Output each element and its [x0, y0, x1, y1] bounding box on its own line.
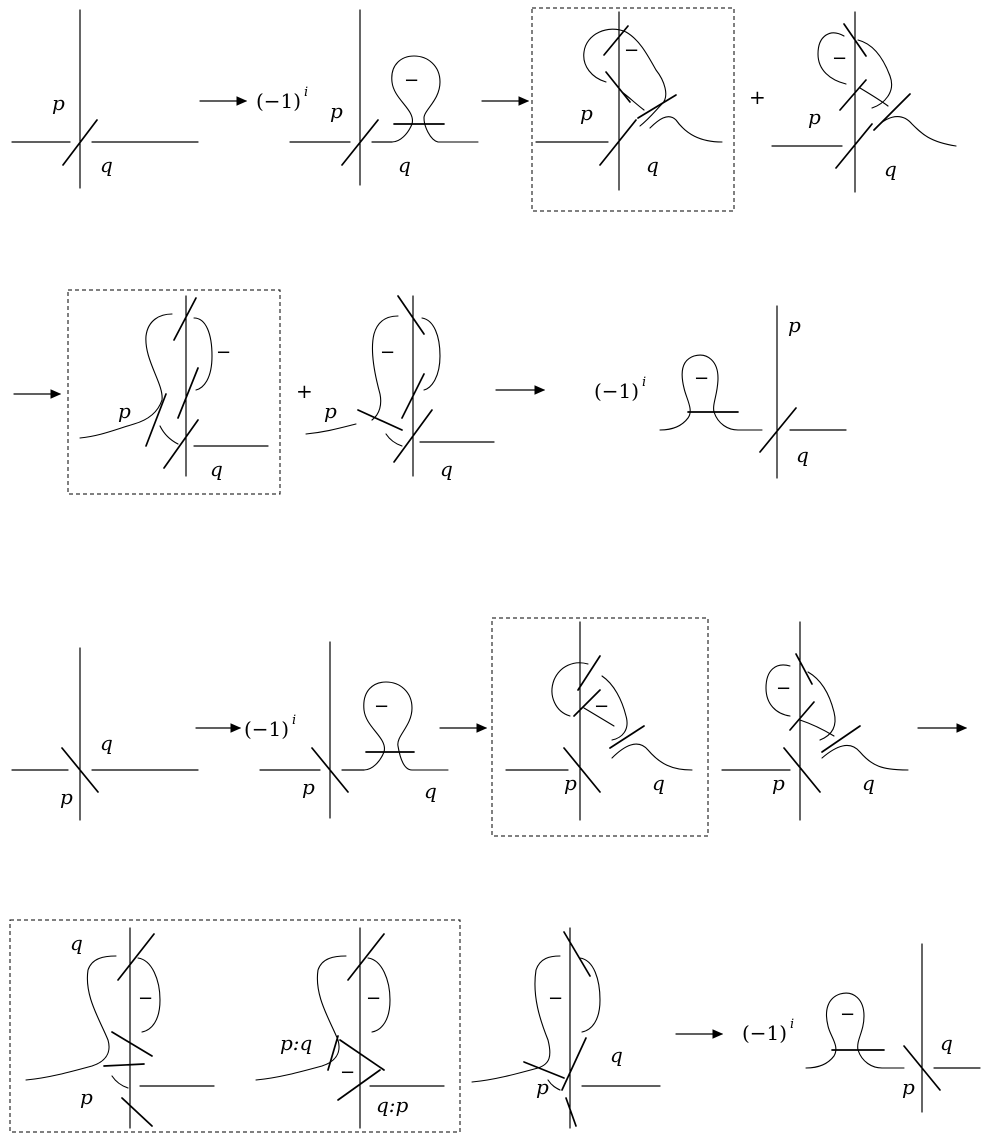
dashed-box [67, 289, 281, 495]
minus-sign: − [216, 342, 231, 363]
row2-diagram3: − p q [659, 305, 847, 479]
sign-exponent: i [790, 1017, 794, 1032]
row4-diagram2: − − p:q q:p [255, 927, 445, 1129]
label-q: q [796, 443, 809, 467]
minus-sign: − [694, 368, 709, 389]
minus-sign: − [832, 48, 847, 69]
label-q: q [100, 153, 113, 177]
label-p: p [330, 99, 343, 123]
label-p: p [808, 105, 821, 129]
minus-sign: − [548, 988, 563, 1009]
sign-factor: (−1) [256, 89, 301, 113]
row3-diagram1: q p [11, 647, 199, 821]
row2-diagram1: − p q [79, 295, 269, 481]
row1-diagram3: − p q [535, 11, 723, 191]
dashed-box [531, 7, 735, 212]
sign-factor: (−1) [594, 379, 639, 403]
label-q: q [70, 931, 83, 955]
row3-diagram4: − p q [721, 621, 909, 821]
label-q: q [424, 779, 437, 803]
minus-sign: − [840, 1004, 855, 1025]
label-q: q [940, 1031, 953, 1055]
row3-diagram3: − p q [505, 621, 693, 821]
sign-exponent: i [292, 713, 296, 728]
row4-diagram1: − q p [25, 927, 215, 1129]
sign-factor: (−1) [742, 1021, 787, 1045]
sign-exponent: i [304, 85, 308, 100]
minus-sign: − [138, 988, 153, 1009]
minus-sign: − [340, 1062, 355, 1083]
label-p: p [118, 399, 131, 423]
label-p: p [80, 1085, 93, 1109]
label-q: q [646, 153, 659, 177]
label-q: q [884, 157, 897, 181]
row3-diagram2: − p q [259, 641, 449, 819]
row1-diagram1: p q [11, 9, 199, 189]
minus-sign: − [404, 70, 419, 91]
label-p: p [564, 771, 577, 795]
minus-sign: − [374, 696, 389, 717]
label-p: p [902, 1075, 915, 1099]
dashed-box [9, 919, 461, 1133]
label-p: p [52, 91, 65, 115]
row4-diagram3: − q p [471, 927, 661, 1129]
label-p: p [60, 785, 73, 809]
dashed-box [491, 617, 709, 837]
label-q: q [398, 153, 411, 177]
minus-sign: − [380, 342, 395, 363]
label-q: q [210, 457, 223, 481]
sign-exponent: i [642, 375, 646, 390]
label-q-colon-p: q:p [376, 1093, 409, 1117]
row1-diagram4: − p q [771, 11, 957, 193]
minus-sign: − [624, 40, 639, 61]
minus-sign: − [594, 696, 609, 717]
label-p-colon-q: p:q [280, 1031, 312, 1055]
minus-sign: − [776, 678, 791, 699]
row2-diagram2: − p q [305, 295, 495, 481]
plus-sign: + [296, 379, 313, 403]
label-p: p [788, 313, 801, 337]
row4-diagram4: − q p [805, 943, 981, 1113]
minus-sign: − [366, 988, 381, 1009]
label-p: p [324, 399, 337, 423]
label-q: q [440, 457, 453, 481]
row1-diagram2: − p q [289, 9, 479, 186]
label-q: q [610, 1043, 623, 1067]
sign-factor: (−1) [244, 717, 289, 741]
label-q: q [100, 731, 113, 755]
label-q: q [862, 771, 875, 795]
label-p: p [536, 1075, 549, 1099]
label-p: p [302, 775, 315, 799]
label-q: q [652, 771, 665, 795]
plus-sign: + [749, 85, 766, 109]
label-p: p [580, 101, 593, 125]
label-p: p [772, 771, 785, 795]
